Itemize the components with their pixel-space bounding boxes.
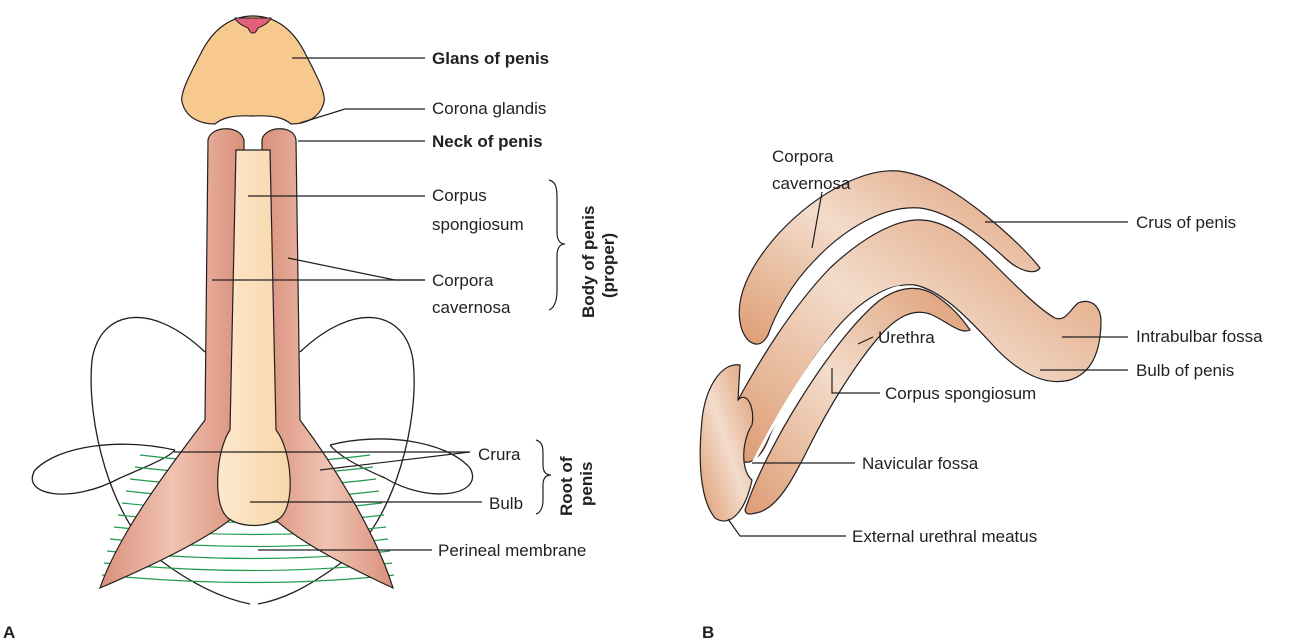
panel-a-figure	[32, 16, 472, 604]
perineal-membrane-label: Perineal membrane	[438, 541, 586, 560]
corpus-spongiosum-label-1: Corpus	[432, 186, 487, 205]
body-group-label-1: Body of penis	[579, 206, 598, 318]
bulb-of-penis-label: Bulb of penis	[1136, 361, 1234, 380]
bulb-label: Bulb	[489, 494, 523, 513]
navicular-fossa-label: Navicular fossa	[862, 454, 979, 473]
urethra-label: Urethra	[878, 328, 935, 347]
neck-label: Neck of penis	[432, 132, 543, 151]
root-group-label-2: penis	[577, 462, 596, 506]
root-group-label-1: Root of	[557, 456, 576, 516]
left-corpus-cavernosum	[100, 129, 244, 588]
corpora-cavernosa-label-1: Corpora	[432, 271, 494, 290]
panel-b-letter: B	[702, 623, 714, 642]
corpora-cavernosa-b-label-2: cavernosa	[772, 174, 851, 193]
panel-a-letter: A	[3, 623, 15, 642]
crus-label: Crus of penis	[1136, 213, 1236, 232]
corpora-cavernosa-b-label-1: Corpora	[772, 147, 834, 166]
intrabulbar-fossa-label: Intrabulbar fossa	[1136, 327, 1263, 346]
corpora-cavernosa-label-2: cavernosa	[432, 298, 511, 317]
body-group-label-2: (proper)	[599, 233, 618, 298]
corpus-spongiosum-label-2: spongiosum	[432, 215, 524, 234]
external-urethral-meatus-label: External urethral meatus	[852, 527, 1037, 546]
corona-label: Corona glandis	[432, 99, 546, 118]
glans-label: Glans of penis	[432, 49, 549, 68]
right-corpus-cavernosum	[262, 129, 393, 588]
crura-label: Crura	[478, 445, 521, 464]
corpus-spongiosum-b-label: Corpus spongiosum	[885, 384, 1036, 403]
